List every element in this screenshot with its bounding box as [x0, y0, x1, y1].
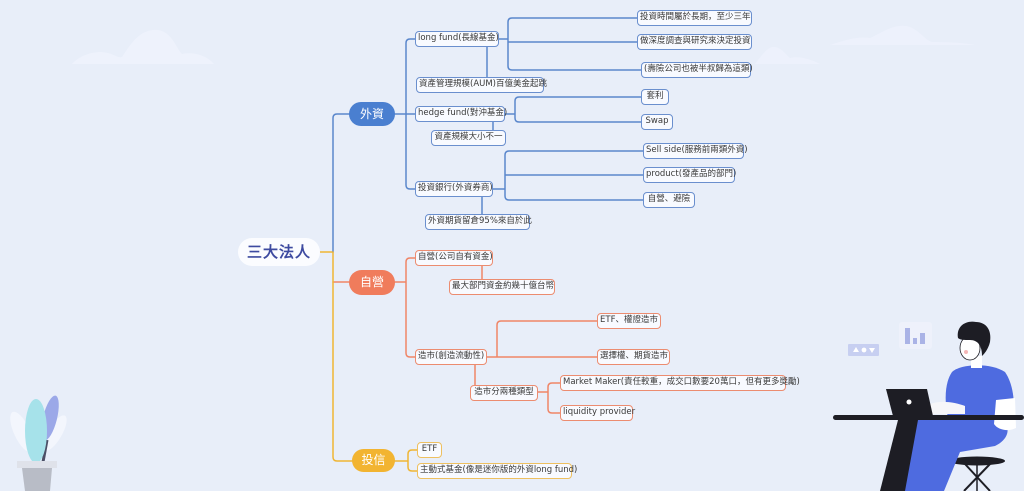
- topic-long-fund-detail[interactable]: (壽險公司也被半叔歸為這類): [641, 62, 753, 78]
- person-at-laptop-icon: [833, 321, 1024, 491]
- connector-mm-types: [537, 382, 561, 414]
- connector-dealer-trunk: [394, 257, 416, 358]
- topic-investment-bank-note[interactable]: 外資期貨留倉95%來自於此: [425, 214, 532, 230]
- connector-root-foreign: [332, 113, 350, 253]
- topic-long-fund-note[interactable]: 資產管理規模(AUM)百億美金起跳: [416, 77, 547, 93]
- triangle-up-icon: [853, 347, 859, 352]
- cloud-icon: [72, 29, 214, 65]
- connector-foreign-trunk: [394, 38, 416, 190]
- status-badge-icon: [848, 344, 879, 356]
- topic-investment-bank[interactable]: 投資銀行(外資券商): [415, 181, 493, 197]
- topic-hedge-fund-note[interactable]: 資產規模大小不一: [431, 130, 506, 146]
- connector-hedgefund-details: [504, 96, 642, 123]
- topic-market-making-detail[interactable]: ETF、權證造市: [597, 313, 661, 329]
- topic-long-fund[interactable]: long fund(長線基金): [415, 31, 499, 47]
- topic-investment-bank-detail[interactable]: Sell side(服務前兩類外資): [643, 143, 748, 159]
- topic-market-making[interactable]: 造市(創造流動性): [415, 349, 487, 365]
- root-node[interactable]: 三大法人: [238, 238, 320, 266]
- topic-market-making-detail[interactable]: 選擇權、期貨造市: [597, 349, 670, 365]
- topic-etf[interactable]: ETF: [417, 442, 442, 458]
- topic-hedge-fund-detail[interactable]: Swap: [641, 114, 673, 130]
- triangle-down-icon: [869, 348, 875, 353]
- topic-market-maker-type[interactable]: liquidity provider: [560, 405, 635, 421]
- topic-hedge-fund[interactable]: hedge fund(對沖基金): [415, 106, 507, 122]
- connector-ibank-details: [492, 150, 644, 201]
- connector-root-trust: [332, 251, 353, 462]
- topic-market-making-note[interactable]: 造市分兩種類型: [470, 385, 538, 401]
- branch-node-foreign-investors[interactable]: 外資: [349, 102, 395, 126]
- topic-proprietary-trading[interactable]: 自營(公司自有資金): [415, 250, 493, 266]
- branch-node-dealers[interactable]: 自營: [349, 270, 395, 295]
- cloud-icon: [755, 25, 975, 64]
- topic-proprietary-trading-note[interactable]: 最大部門資金約幾十億台幣: [449, 279, 555, 295]
- bar-chart-icon: [899, 322, 932, 349]
- connector-trust-trunk: [394, 449, 418, 472]
- connector-marketmaking-details: [486, 320, 598, 358]
- topic-investment-bank-detail[interactable]: product(發產品的部門): [643, 167, 736, 183]
- topic-active-fund[interactable]: 主動式基金(像是迷你版的外資long fund): [417, 463, 577, 479]
- connector-longfund-details: [498, 17, 642, 71]
- branch-node-investment-trust[interactable]: 投信: [352, 449, 395, 472]
- plant-icon: [10, 395, 67, 491]
- topic-long-fund-detail[interactable]: 做深度調查與研究來決定投資: [637, 34, 752, 50]
- topic-investment-bank-detail[interactable]: 自營、避險: [643, 192, 695, 208]
- topic-hedge-fund-detail[interactable]: 套利: [641, 89, 669, 105]
- circle-icon: [861, 347, 867, 353]
- topic-market-maker-type[interactable]: Market Maker(責任較重，成交口數要20萬口，但有更多獎勵): [560, 375, 800, 391]
- topic-long-fund-detail[interactable]: 投資時間屬於長期，至少三年: [637, 10, 752, 26]
